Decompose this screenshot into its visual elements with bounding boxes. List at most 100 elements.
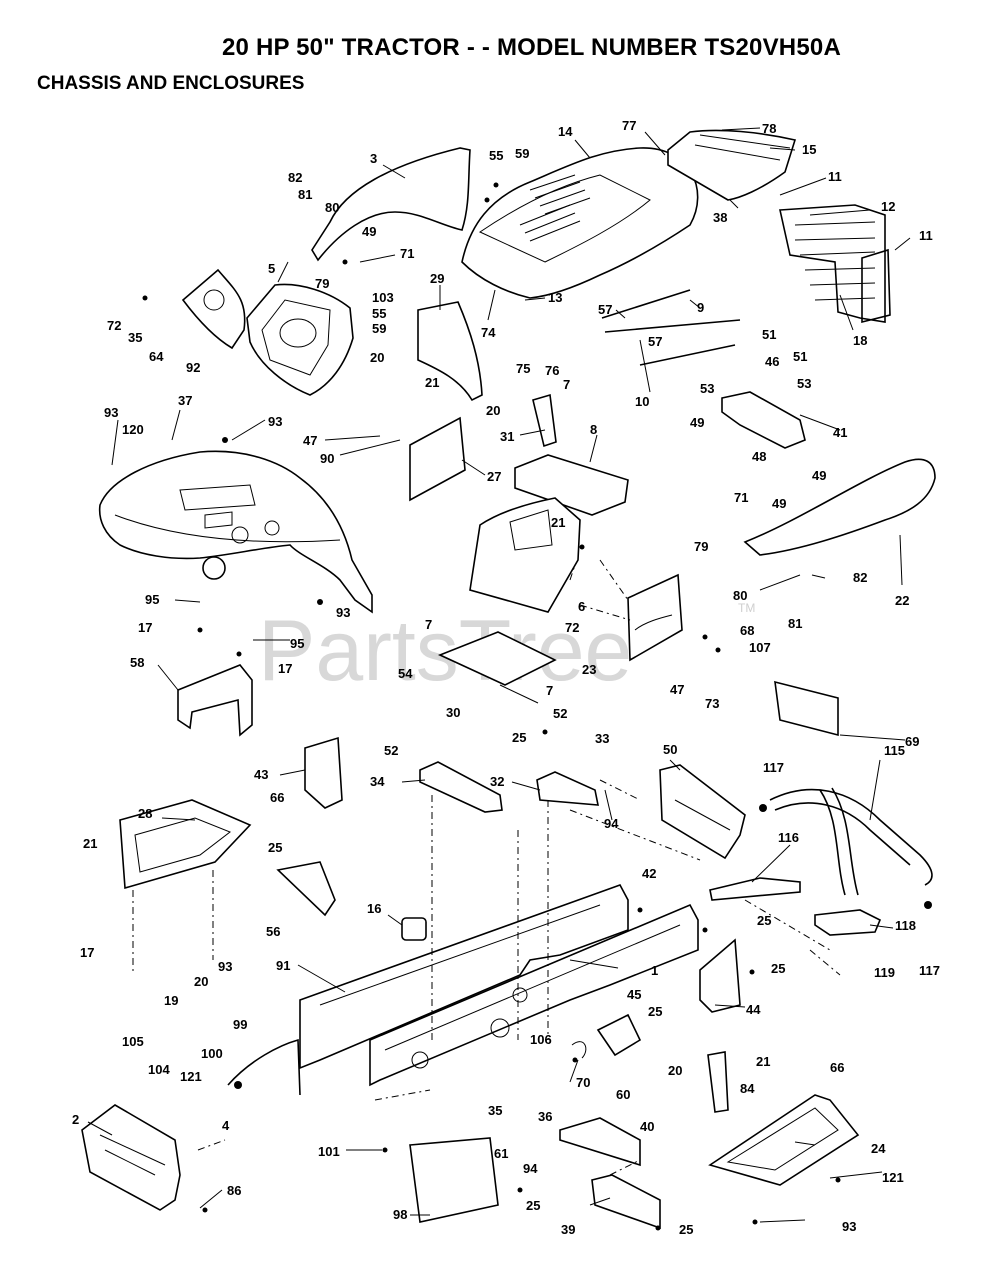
callout: 66: [270, 790, 284, 805]
callout: 15: [802, 142, 816, 157]
part-side-panel-right: [743, 458, 936, 556]
callout: 7: [546, 683, 553, 698]
callout: 12: [881, 199, 895, 214]
callout-labels: 82 81 80 49 71 79 3 55 59 14 77 78 15 11…: [72, 118, 940, 1237]
callout: 6: [578, 599, 585, 614]
callout: 93: [218, 959, 232, 974]
fasteners: [142, 182, 932, 1231]
callout: 74: [481, 325, 496, 340]
callout: 17: [138, 620, 152, 635]
callout: 5: [268, 261, 275, 276]
callout: 30: [446, 705, 460, 720]
part-bracket-rear: [721, 391, 806, 449]
callout: 82: [853, 570, 867, 585]
callout: 93: [842, 1219, 856, 1234]
callout: 52: [384, 743, 398, 758]
part-bracket-58: [177, 664, 253, 737]
part-bracket-56: [276, 861, 336, 917]
part-frame-right: [369, 903, 699, 1087]
callout: 29: [430, 271, 444, 286]
callout: 32: [490, 774, 504, 789]
callout: 35: [488, 1103, 502, 1118]
callout: 68: [740, 623, 754, 638]
callout: 80: [325, 200, 339, 215]
callout: 71: [734, 490, 748, 505]
page-title: 20 HP 50" TRACTOR - - MODEL NUMBER TS20V…: [222, 34, 841, 61]
callout: 31: [500, 429, 514, 444]
part-cover-69: [774, 680, 839, 737]
callout: 118: [895, 918, 916, 933]
callout: 21: [425, 375, 439, 390]
part-bracket-34: [419, 761, 503, 813]
callout: 45: [627, 987, 641, 1002]
callout: 10: [635, 394, 649, 409]
callout: 13: [548, 290, 562, 305]
callout: 21: [756, 1054, 770, 1069]
callout: 54: [398, 666, 413, 681]
callout: 76: [545, 363, 559, 378]
callout: 66: [830, 1060, 844, 1075]
callout: 46: [765, 354, 779, 369]
callout: 69: [905, 734, 919, 749]
callout: 24: [871, 1141, 886, 1156]
callout: 121: [882, 1170, 904, 1185]
part-bracket-45: [596, 1013, 642, 1057]
callout: 33: [595, 731, 609, 746]
part-grommet-16: [401, 917, 427, 941]
callout: 120: [122, 422, 144, 437]
callout: 39: [561, 1222, 575, 1237]
part-fender: [98, 450, 373, 614]
callout: 103: [372, 290, 394, 305]
callout: 81: [298, 187, 312, 202]
callout: 73: [705, 696, 719, 711]
callout: 36: [538, 1109, 552, 1124]
callout: 25: [268, 840, 282, 855]
callout: 81: [788, 616, 802, 631]
part-bracket-84: [707, 1051, 729, 1113]
callout: 60: [616, 1087, 630, 1102]
callout: 106: [530, 1032, 552, 1047]
part-hood-side-left: [311, 147, 471, 262]
callout: 47: [303, 433, 317, 448]
callout: 117: [763, 760, 784, 775]
callout: 25: [526, 1198, 540, 1213]
callout: 75: [516, 361, 530, 376]
callout: 61: [494, 1146, 508, 1161]
part-plate-44: [699, 938, 741, 1013]
callout: 100: [201, 1046, 223, 1061]
callout: 56: [266, 924, 280, 939]
callout: 37: [178, 393, 192, 408]
callout: 40: [640, 1119, 654, 1134]
part-footrest-left: [119, 799, 252, 890]
part-hitch-plate-2: [81, 1104, 181, 1211]
part-hook-70: [571, 1041, 587, 1059]
callout: 94: [523, 1161, 538, 1176]
callout: 51: [762, 327, 776, 342]
part-panel-23: [627, 573, 683, 662]
callout: 20: [370, 350, 384, 365]
callout: 20: [668, 1063, 682, 1078]
callout: 93: [336, 605, 350, 620]
watermark: PartsTree: [258, 603, 632, 699]
callout: 35: [128, 330, 142, 345]
callout: 95: [145, 592, 159, 607]
callout: 55: [372, 306, 386, 321]
callout: 51: [793, 349, 807, 364]
callout: 57: [648, 334, 662, 349]
callout: 105: [122, 1034, 144, 1049]
callout: 59: [515, 146, 529, 161]
callout: 44: [746, 1002, 761, 1017]
callout: 25: [648, 1004, 662, 1019]
callout: 14: [558, 124, 573, 139]
callout: 18: [853, 333, 867, 348]
callout: 86: [227, 1183, 241, 1198]
part-support-8: [514, 454, 629, 516]
part-bracket-118: [814, 909, 882, 936]
callout: 78: [762, 121, 776, 136]
callout: 77: [622, 118, 636, 133]
part-bracket-50: [659, 764, 746, 860]
part-bracket-32: [536, 771, 599, 806]
callout: 93: [268, 414, 282, 429]
callout: 93: [104, 405, 118, 420]
part-frame-left: [299, 884, 629, 1070]
